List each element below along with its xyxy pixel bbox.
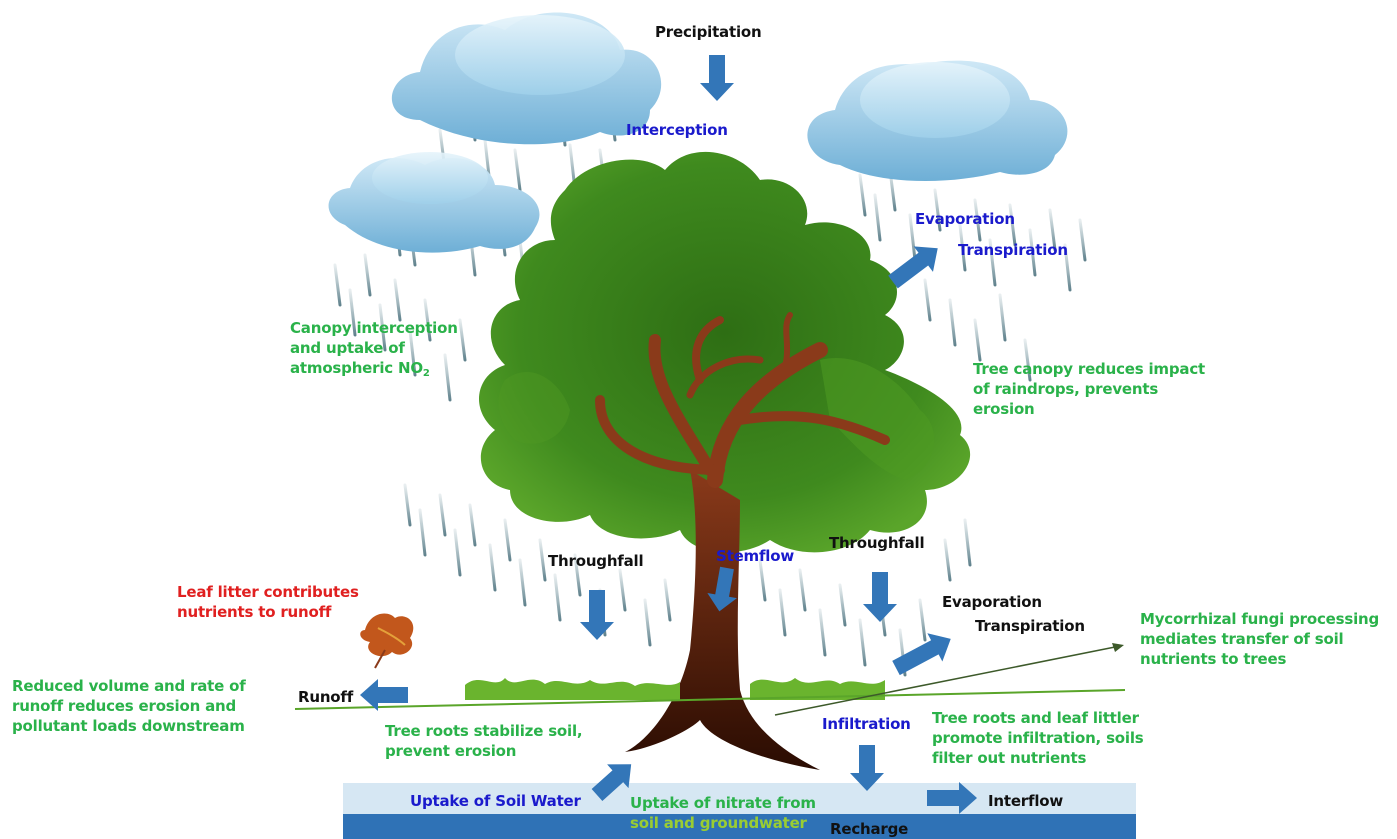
label-uptake-nitrate: Uptake of nitrate from soil and groundwa… [630, 794, 816, 832]
arrow-uptake-soil-water [591, 764, 632, 801]
rain-streak [923, 278, 932, 322]
rain-streak [973, 198, 982, 242]
rain-streak [408, 328, 417, 377]
rain-streak [453, 528, 462, 577]
flow-arrows [360, 55, 977, 814]
rain-streak [973, 318, 982, 362]
label-transpiration-bottom: Transpiration [975, 617, 1085, 635]
rain-streak [503, 518, 512, 562]
cloud-large [391, 12, 662, 145]
label-throughfall-left: Throughfall [548, 552, 644, 570]
label-tree-roots-leaf: Tree roots and leaf littler promote infi… [932, 709, 1144, 767]
rain-streak [933, 188, 942, 232]
rain-streak [378, 303, 387, 352]
label-stemflow: Stemflow [716, 547, 795, 565]
label-evaporation-bottom: Evaporation [942, 593, 1042, 611]
arrow-interflow [927, 782, 977, 814]
rain-streak [1023, 338, 1032, 382]
rain-streak [963, 518, 972, 567]
rain-streak [1063, 243, 1072, 292]
ground-line [294, 689, 1126, 710]
rain-streak [403, 483, 412, 527]
cloud-right [807, 60, 1068, 182]
rain-streak [1048, 208, 1057, 252]
cloud-small [328, 152, 540, 253]
label-recharge: Recharge [830, 820, 909, 838]
rain-streak [873, 193, 882, 242]
rain-streak [643, 598, 652, 647]
arrow-throughfall-left [580, 590, 614, 640]
rain-streak [333, 263, 342, 307]
label-tree-canopy: Tree canopy reduces impact of raindrops,… [973, 360, 1205, 418]
rain-streak [538, 538, 547, 582]
soil-water-band [343, 783, 1136, 815]
rain-streak [418, 508, 427, 557]
rain-streak [948, 298, 957, 347]
rain-streak [488, 543, 497, 592]
rain-streak [1078, 218, 1087, 262]
rain-streak [393, 278, 402, 322]
grass-strip [465, 678, 885, 700]
arrow-evaporation-top [888, 246, 938, 289]
rain-streak [1028, 228, 1037, 277]
rain-streak [663, 578, 672, 622]
foliage-highlight-left [498, 371, 570, 444]
rain-streak [758, 558, 767, 602]
arrow-runoff [360, 679, 408, 711]
rain-streak [778, 588, 787, 637]
groundwater-band [343, 814, 1136, 839]
arrow-stemflow [707, 566, 737, 612]
rain-streak [468, 503, 477, 547]
label-interception: Interception [626, 121, 728, 139]
label-leaf-litter: Leaf litter contributes nutrients to run… [177, 583, 359, 621]
label-mycorrhizal: Mycorrhizal fungi processing mediates tr… [1140, 610, 1380, 668]
foliage-highlight [820, 358, 935, 480]
rain-streak [363, 253, 372, 297]
tree-trunk [625, 470, 820, 770]
arrow-evaporation-bottom [892, 633, 951, 676]
rain-streak [943, 538, 952, 582]
label-throughfall-right: Throughfall [829, 534, 925, 552]
rain-streak [348, 288, 357, 337]
rain-streak [618, 568, 627, 612]
rain-streak [798, 568, 807, 612]
tree-foliage [478, 151, 971, 553]
label-interflow: Interflow [988, 792, 1064, 810]
rain-streak [573, 553, 582, 597]
label-tree-roots-stabilize: Tree roots stabilize soil, prevent erosi… [385, 722, 583, 760]
rain-streak [438, 493, 447, 537]
arrow-precipitation [700, 55, 734, 101]
rain-streak [443, 353, 452, 402]
label-infiltration: Infiltration [822, 715, 911, 733]
arrow-infiltration [850, 745, 884, 791]
label-reduced-volume: Reduced volume and rate of runoff reduce… [12, 677, 246, 735]
tree-branches [595, 312, 890, 488]
arrow-throughfall-right [863, 572, 897, 622]
label-uptake-soil-water: Uptake of Soil Water [410, 792, 581, 810]
rain-streak [998, 293, 1007, 342]
label-precipitation: Precipitation [655, 23, 762, 41]
rain-streak [818, 608, 827, 657]
rain-streak [858, 618, 867, 667]
label-transpiration-top: Transpiration [958, 241, 1068, 259]
rain-streak [908, 213, 917, 262]
label-runoff: Runoff [298, 688, 354, 706]
rain-streak [1008, 203, 1017, 247]
mycorrhizal-pointer-arrow [774, 643, 1124, 716]
rain-streak [513, 148, 522, 192]
rain-streak [958, 223, 967, 272]
fallen-leaf-icon [360, 613, 414, 669]
rain-streak [423, 298, 432, 342]
rain-streak [553, 573, 562, 622]
rain-streak [918, 598, 927, 642]
rain-streak [838, 583, 847, 627]
label-canopy-interception: Canopy interception and uptake of atmosp… [290, 319, 458, 379]
label-evaporation-top: Evaporation [915, 210, 1015, 228]
rain-streak [518, 558, 527, 607]
rain-streak [858, 173, 867, 217]
rain-streak [988, 238, 997, 287]
rain-streak [458, 318, 467, 362]
